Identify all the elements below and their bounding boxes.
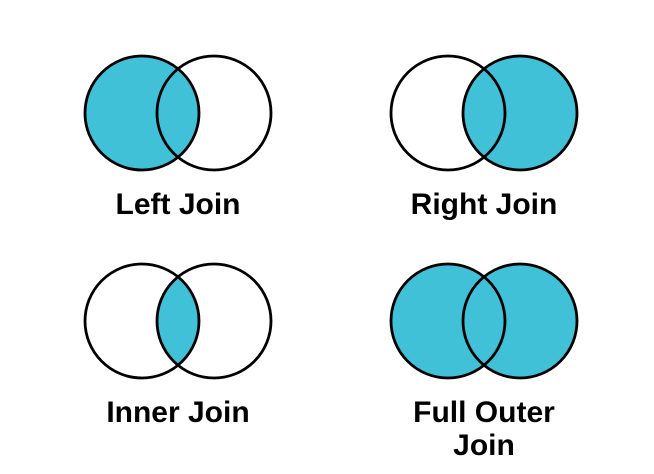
left-circle-outline [389, 262, 507, 380]
right-circle-outline [461, 54, 579, 172]
right-circle-fill [463, 263, 577, 378]
right-circle-fill [463, 56, 577, 170]
venn-label-inner-join: Inner Join [106, 395, 250, 429]
left-circle-outline [83, 262, 201, 380]
venn-diagram-full-outer-join [389, 262, 579, 380]
right-circle-outline [461, 262, 579, 380]
left-circle-outline [83, 54, 201, 172]
venn-diagram-right-join [389, 54, 579, 172]
venn-label-right-join: Right Join [410, 188, 558, 221]
venn-label-full-outer-join: Full Outer Join [413, 395, 555, 463]
right-circle-outline [155, 262, 273, 380]
intersection-lens-fill [157, 276, 199, 365]
venn-label-left-join: Left Join [115, 188, 241, 221]
left-circle-fill [85, 56, 199, 170]
venn-right-join: Right Join [379, 51, 589, 233]
venn-inner-join: Inner Join [73, 259, 283, 474]
venn-diagram-inner-join [83, 262, 273, 380]
right-circle-outline [155, 54, 273, 172]
venn-full-outer-join: Full Outer Join [379, 259, 589, 474]
venn-left-join: Left Join [73, 51, 283, 233]
left-circle-outline [389, 54, 507, 172]
venn-diagram-left-join [83, 54, 273, 172]
